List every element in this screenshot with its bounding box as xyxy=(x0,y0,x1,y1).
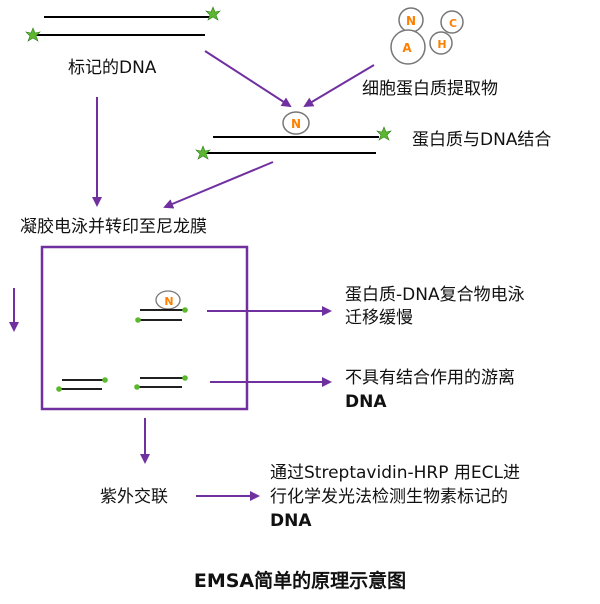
free-dna-line1: 不具有结合作用的游离 xyxy=(345,368,515,388)
protein-a-letter: A xyxy=(402,41,412,55)
biotin-label-icon xyxy=(205,6,221,21)
protein-c-letter: C xyxy=(449,17,457,30)
protein-dna-complex: N xyxy=(195,111,392,160)
complex-band: N xyxy=(135,290,188,323)
gel-membrane-box xyxy=(40,245,249,411)
detection-line2: 行化学发光法检测生物素标记的 xyxy=(270,487,508,507)
cell-extract-label: 细胞蛋白质提取物 xyxy=(362,79,498,99)
detection-line3: DNA xyxy=(270,511,312,531)
arrow-dna-to-binding xyxy=(204,50,292,108)
labeled-dna-strands xyxy=(25,6,221,42)
gel-protein-letter: N xyxy=(164,295,173,308)
biotin-label-icon xyxy=(195,145,211,160)
free-dna-band-left xyxy=(56,377,108,392)
diagram-caption: EMSA简单的原理示意图 xyxy=(193,570,407,592)
arrow-extract-to-binding xyxy=(303,64,375,108)
protein-h-letter: H xyxy=(437,38,446,51)
biotin-label-icon xyxy=(25,27,41,42)
protein-n-letter: N xyxy=(406,14,416,28)
complex-slow-line1: 蛋白质-DNA复合物电泳 xyxy=(345,285,525,305)
biotin-label-icon xyxy=(376,126,392,141)
detection-line1: 通过Streptavidin-HRP 用ECL进 xyxy=(270,463,520,483)
protein-dna-binding-label: 蛋白质与DNA结合 xyxy=(412,130,552,150)
bound-protein-letter: N xyxy=(291,117,301,131)
free-dna-band-right xyxy=(134,375,188,390)
gel-transfer-label: 凝胶电泳并转印至尼龙膜 xyxy=(20,217,207,237)
labeled-dna-label: 标记的DNA xyxy=(68,58,157,78)
uv-crosslink-label: 紫外交联 xyxy=(100,487,168,507)
arrow-complex-to-gel xyxy=(163,161,274,209)
free-dna-line2: DNA xyxy=(345,392,387,412)
complex-slow-line2: 迁移缓慢 xyxy=(345,308,413,328)
protein-extract: N C A H xyxy=(390,7,464,65)
